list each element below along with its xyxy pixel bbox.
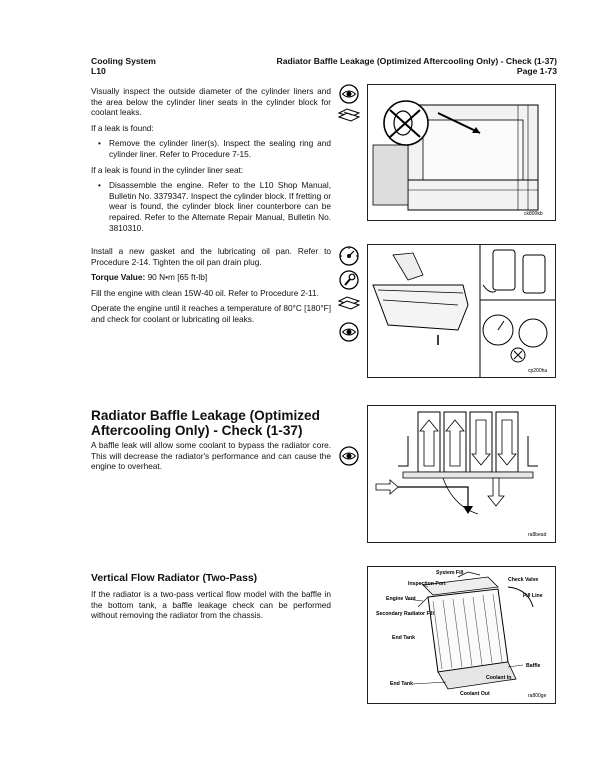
figure-code-ck800kb: ck800kb xyxy=(524,211,543,217)
figure-code-ra800ge: ra800ge xyxy=(528,693,547,699)
label-end-tank-top: End Tank xyxy=(392,635,415,641)
block1-text: Visually inspect the outside diameter of… xyxy=(91,86,331,238)
header-left: Cooling System L10 xyxy=(91,56,156,76)
label-baffle: Baffle xyxy=(526,663,541,669)
block2-text: Install a new gasket and the lubricating… xyxy=(91,246,331,330)
label-engine-vent: Engine Vent xyxy=(386,596,416,602)
replace-part-icon xyxy=(338,108,360,122)
header-title: Radiator Baffle Leakage (Optimized After… xyxy=(276,56,557,66)
wrench-icon xyxy=(339,270,359,290)
header-engine: L10 xyxy=(91,66,106,76)
figure-code-cp200ha: cp200ha xyxy=(528,368,547,374)
cylinder-liner-figure: ck800kb xyxy=(367,84,556,221)
block1-bullet1: Remove the cylinder liner(s). Inspect th… xyxy=(91,138,331,159)
header-page: Page 1-73 xyxy=(516,66,557,76)
two-pass-radiator-figure: System Fill Inspection Port Engine Vent … xyxy=(367,566,556,704)
figure-code-ra8bead: ra8bead xyxy=(528,532,547,538)
block4-text: If the radiator is a two-pass vertical f… xyxy=(91,589,331,621)
label-inspection-port: Inspection Port xyxy=(408,581,446,587)
inspect-eye-icon-2 xyxy=(339,322,359,342)
block2-torque: Torque Value: 90 N•m [65 ft-lb] xyxy=(91,272,331,283)
block1-intro: Visually inspect the outside diameter of… xyxy=(91,86,331,118)
block1-cond1: If a leak is found: xyxy=(91,122,154,133)
torque-label: Torque Value: xyxy=(91,272,146,283)
header-section: Cooling System xyxy=(91,56,156,66)
baffle-flow-figure: ra8bead xyxy=(367,405,556,543)
header-right: Radiator Baffle Leakage (Optimized After… xyxy=(277,56,557,76)
inspect-eye-icon-3 xyxy=(339,446,359,466)
label-coolant-out: Coolant Out xyxy=(460,691,490,697)
block2-fill: Fill the engine with clean 15W-40 oil. R… xyxy=(91,287,319,298)
measure-gauge-icon xyxy=(339,244,359,268)
section-title-baffle-leakage: Radiator Baffle Leakage (Optimized After… xyxy=(91,408,320,438)
block1-cond2: If a leak is found in the cylinder liner… xyxy=(91,164,244,175)
replace-part-icon-2 xyxy=(338,296,360,310)
oil-pan-figure: cp200ha xyxy=(367,244,556,378)
label-end-tank-bottom: End Tank xyxy=(390,681,413,687)
block2-operate: Operate the engine until it reaches a te… xyxy=(91,303,332,324)
block3-text: A baffle leak will allow some coolant to… xyxy=(91,440,331,472)
torque-value: 90 N•m [65 ft-lb] xyxy=(147,272,208,283)
label-check-valve: Check Valve xyxy=(508,577,538,583)
block2-install: Install a new gasket and the lubricating… xyxy=(91,246,331,267)
label-system-fill: System Fill xyxy=(436,570,464,576)
label-fill-line: Fill Line xyxy=(523,593,543,599)
section-title-vertical-flow: Vertical Flow Radiator (Two-Pass) xyxy=(91,573,258,584)
block1-bullet2: Disassemble the engine. Refer to the L10… xyxy=(91,180,331,233)
inspect-eye-icon xyxy=(339,84,359,104)
label-coolant-in: Coolant In xyxy=(486,675,511,681)
label-secondary-fill: Secondary Radiator Fill xyxy=(376,611,435,617)
